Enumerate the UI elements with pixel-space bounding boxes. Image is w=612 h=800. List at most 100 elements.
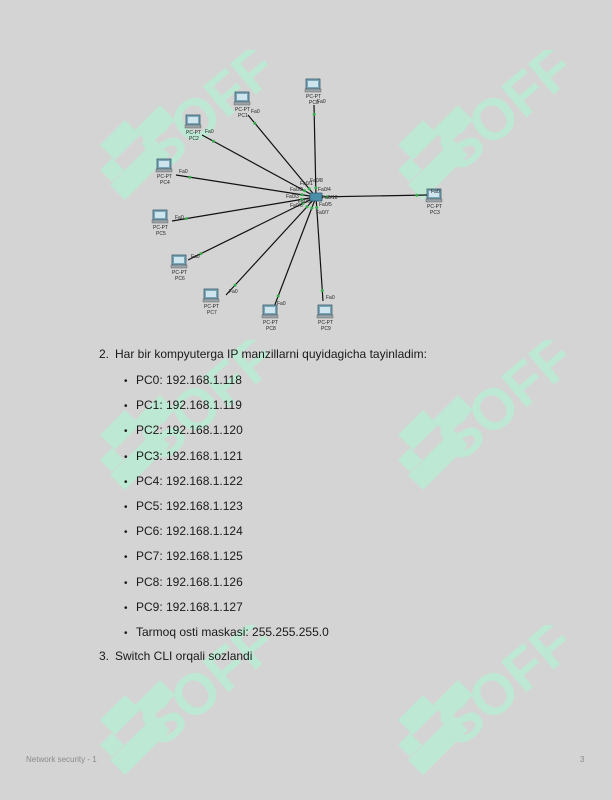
pc-name-label: PC1 <box>238 113 248 119</box>
link-status-dot <box>301 201 305 205</box>
link-line <box>247 114 317 198</box>
pc-name-label: PC2 <box>189 136 199 142</box>
list-item: •PC0: 192.168.1.118 <box>120 364 329 389</box>
pc-type-label: PC-PT <box>204 304 219 310</box>
pc-name-label: PC9 <box>321 326 331 332</box>
link-status-dot <box>315 205 319 209</box>
link-status-dot <box>325 195 329 199</box>
link-status-dot <box>184 217 188 221</box>
list-item: •PC6: 192.168.1.124 <box>120 515 329 540</box>
bullet-icon: • <box>124 426 128 438</box>
step-number: 3. <box>99 649 110 663</box>
link-line <box>201 134 317 198</box>
pc-port-label: Fa0 <box>229 289 238 295</box>
switch-port-label: Fa0/2 <box>290 187 303 193</box>
list-item: •PC5: 192.168.1.123 <box>120 490 329 515</box>
soff-watermark: SOFF <box>80 34 290 220</box>
link-status-dot <box>300 193 304 197</box>
pc-name-label: PC5 <box>156 231 166 237</box>
list-item: •PC3: 192.168.1.121 <box>120 440 329 465</box>
pc-name-label: PC7 <box>207 310 217 316</box>
pc-type-label: PC-PT <box>318 320 333 326</box>
bullet-icon: • <box>124 577 128 589</box>
link-line <box>171 196 317 222</box>
link-line <box>187 196 317 261</box>
pc-port-label: Fa0 <box>251 109 260 115</box>
pc-port-label: Fa0 <box>317 99 326 105</box>
pc-type-label: PC-PT <box>427 204 442 210</box>
footer-title: Network security - 1 <box>26 755 97 764</box>
link-line <box>225 196 317 296</box>
pc-type-label: PC-PT <box>157 174 172 180</box>
list-item: •PC7: 192.168.1.125 <box>120 540 329 565</box>
link-line <box>315 196 324 302</box>
step-3: 3. Switch CLI orqali sozlandi <box>99 649 252 663</box>
pc-port-label: Fa0 <box>277 301 286 307</box>
ip-address-list: •PC0: 192.168.1.118 •PC1: 192.168.1.119 … <box>120 364 329 641</box>
bullet-icon: • <box>124 501 128 513</box>
pc-port-label: Fa0 <box>179 169 188 175</box>
list-item: •PC2: 192.168.1.120 <box>120 414 329 439</box>
pc-type-label: PC-PT <box>172 270 187 276</box>
bullet-icon: • <box>124 527 128 539</box>
pc-name-label: PC0 <box>309 100 319 106</box>
link-status-dot <box>320 289 324 293</box>
svg-text:SOFF: SOFF <box>426 625 586 759</box>
link-status-dot <box>199 252 203 256</box>
pc-name-label: PC8 <box>266 326 276 332</box>
step-text: Switch CLI orqali sozlandi <box>115 649 253 663</box>
bullet-icon: • <box>124 602 128 614</box>
link-status-dot <box>310 206 314 210</box>
pc-name-label: PC4 <box>160 180 170 186</box>
page-number: 3 <box>580 755 585 764</box>
link-line <box>273 196 317 308</box>
pc-name-label: PC6 <box>175 276 185 282</box>
list-item: •PC9: 192.168.1.127 <box>120 591 329 616</box>
soff-watermark: SOFF <box>378 609 588 795</box>
bullet-icon: • <box>124 376 128 387</box>
switch-icon[interactable] <box>309 192 323 202</box>
list-item: •PC4: 192.168.1.122 <box>120 465 329 490</box>
soff-watermark: SOFF <box>378 34 588 220</box>
svg-text:SOFF: SOFF <box>128 625 288 759</box>
pc-type-label: PC-PT <box>186 130 201 136</box>
link-status-dot <box>303 189 307 193</box>
switch-port-label: Fa0/6 <box>290 203 303 209</box>
soff-watermark: SOFF <box>80 609 290 795</box>
link-status-dot <box>233 283 237 287</box>
list-item: •Tarmoq osti maskasi: 255.255.255.0 <box>120 616 329 641</box>
link-status-dot <box>314 186 318 190</box>
switch-port-label: Fa0/8 <box>310 178 323 184</box>
list-item: •PC8: 192.168.1.126 <box>120 566 329 591</box>
svg-text:SOFF: SOFF <box>426 340 586 474</box>
pc-name-label: PC3 <box>430 210 440 216</box>
bullet-icon: • <box>124 552 128 564</box>
bullet-icon: • <box>124 401 128 413</box>
soff-watermark: SOFF <box>378 324 588 510</box>
link-status-dot <box>307 187 311 191</box>
topology-svg: Fa0/1Fa0/2Fa0/3Fa0/4Fa0/5Fa0/6Fa0/7Fa0/8… <box>151 78 443 332</box>
pc-port-label: Fa0 <box>431 189 440 195</box>
link-line <box>315 194 429 198</box>
switch-port-label: Fa0/4 <box>318 187 331 193</box>
switch-port-label: Fa0/3 <box>286 194 299 200</box>
pc-type-label: PC-PT <box>235 107 250 113</box>
step-2: 2.Har bir kompyuterga IP manzillarni quy… <box>99 347 427 361</box>
switch-port-label: Fa0/1 <box>300 181 313 187</box>
soff-watermark: SOFF <box>80 324 290 510</box>
switch-port-label: Fa0/10 <box>322 195 338 201</box>
link-status-dot <box>415 193 419 197</box>
step-text: Har bir kompyuterga IP manzillarni quyid… <box>115 347 427 361</box>
link-status-dot <box>305 205 309 209</box>
